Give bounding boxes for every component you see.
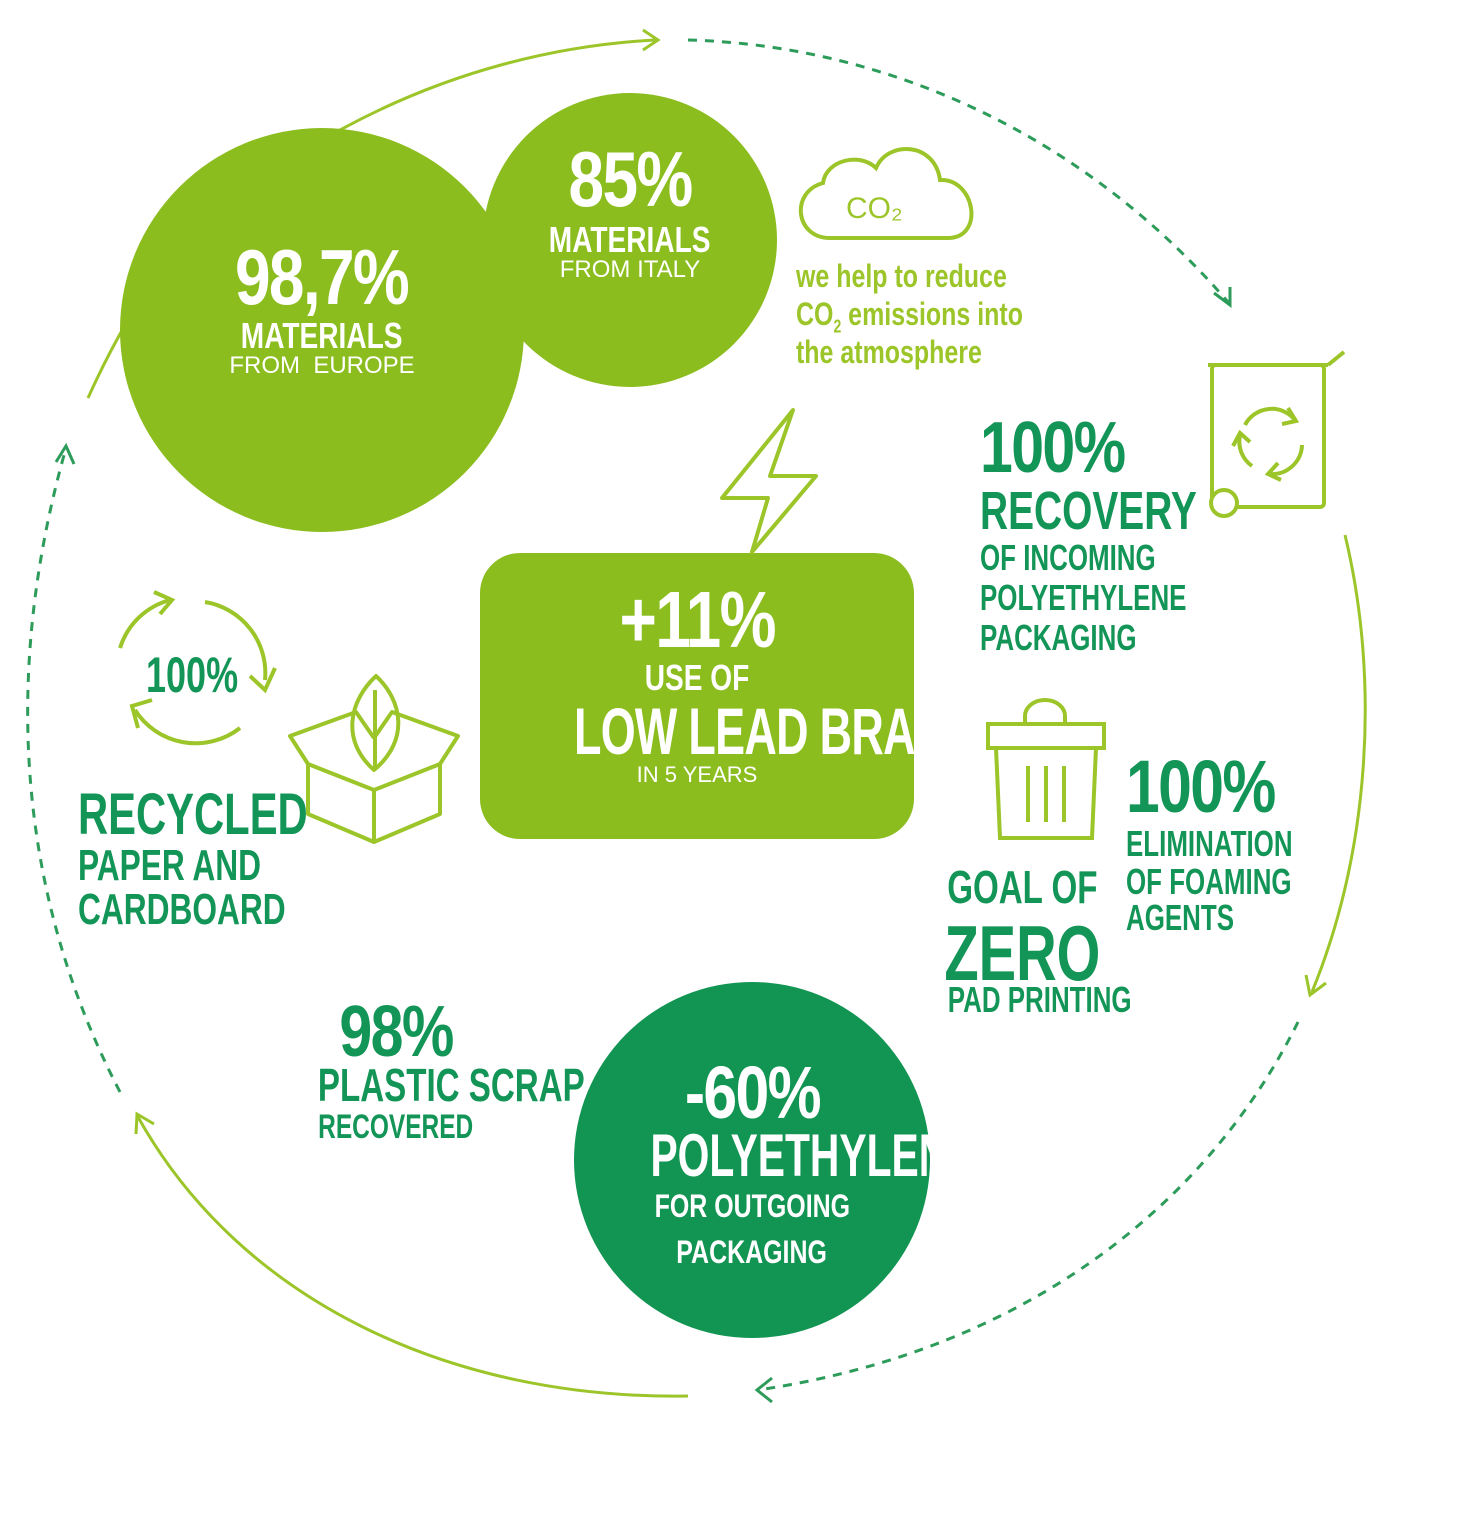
- poly-value: -60%: [684, 1051, 821, 1134]
- cycle-arc-bottom-left: [136, 1116, 689, 1398]
- co2-suffix: emissions into: [841, 296, 1023, 332]
- europe-value: 98,7%: [235, 233, 410, 321]
- foaming-line-1: ELIMINATION: [1126, 823, 1293, 864]
- pad-line-1: GOAL OF: [946, 861, 1098, 913]
- lightning-icon: [720, 408, 818, 554]
- cycle-arrowhead-right: [1304, 974, 1327, 998]
- co2-line-2: CO2 emissions into: [796, 298, 1023, 335]
- scrap-line-2: RECOVERED: [318, 1108, 474, 1146]
- co2-subscript: 2: [833, 316, 842, 337]
- recovery-label: RECOVERY: [980, 481, 1197, 541]
- poly-line-2: FOR OUTGOING: [654, 1188, 850, 1224]
- recovery-line-2: OF INCOMING: [980, 537, 1156, 578]
- europe-stat: 98,7% MATERIALS FROM EUROPE: [122, 238, 522, 378]
- cycle-arrowhead-bottom-left: [134, 1111, 155, 1135]
- poly-label: POLYETHYLENE: [650, 1122, 976, 1189]
- scrap-stat: 98% PLASTIC SCRAP RECOVERED: [266, 992, 585, 1146]
- italy-sublabel: FROM ITALY: [559, 256, 701, 283]
- recycled-line-2: PAPER AND: [78, 841, 262, 890]
- pad-line-3: PAD PRINTING: [947, 979, 1132, 1020]
- poly-stat: -60% POLYETHYLENE FOR OUTGOING PACKAGING: [574, 1051, 975, 1270]
- italy-label: MATERIALS: [549, 219, 711, 260]
- co2-prefix: CO: [796, 296, 834, 332]
- brass-box: [480, 553, 914, 839]
- europe-label: MATERIALS: [241, 315, 403, 356]
- cycle-arc-left: [26, 447, 122, 1093]
- recovery-line-3: POLYETHYLENE: [980, 577, 1187, 618]
- poly-circle: [574, 982, 930, 1338]
- foaming-line-2: OF FOAMING: [1126, 861, 1292, 902]
- recycled-stat: RECYCLED PAPER AND CARDBOARD: [78, 786, 338, 932]
- co2-line-1: we help to reduce: [796, 258, 1007, 294]
- brass-sublabel: IN 5 YEARS: [636, 762, 758, 787]
- italy-circle: [483, 93, 777, 387]
- recycled-label: RECYCLED: [78, 782, 308, 847]
- box-leaf-icon: [288, 674, 460, 844]
- poly-line-3: PACKAGING: [676, 1234, 828, 1270]
- recycle-arrows-icon: [118, 590, 277, 746]
- cloud-icon: [798, 146, 974, 240]
- recycled-icon-value: 100%: [146, 647, 239, 703]
- co2-cloud-label: CO₂: [846, 192, 903, 225]
- recovery-value: 100%: [980, 408, 1126, 488]
- europe-circle: [120, 128, 524, 532]
- cycle-arrowhead-bottom: [754, 1376, 773, 1404]
- co2-line-3: the atmosphere: [796, 334, 982, 370]
- recycle-bin-icon: [1208, 350, 1346, 518]
- brass-value: +11%: [619, 575, 776, 664]
- recovery-line-4: PACKAGING: [980, 617, 1137, 658]
- brass-label-2: LOW LEAD BRASS: [573, 694, 974, 768]
- recycled-line-3: CARDBOARD: [78, 885, 286, 934]
- recovery-stat: 100% RECOVERY OF INCOMING POLYETHYLENE P…: [980, 412, 1220, 660]
- recycled-icon-label: 100%: [146, 646, 274, 704]
- italy-stat: 85% MATERIALS FROM ITALY: [483, 140, 777, 282]
- foaming-stat: 100% ELIMINATION OF FOAMING AGENTS: [1126, 750, 1346, 936]
- cycle-arc-bottom-right: [757, 1021, 1300, 1392]
- cycle-arrowhead-left: [54, 442, 76, 465]
- brass-stat: +11% USE OF LOW LEAD BRASS IN 5 YEARS: [480, 575, 974, 787]
- scrap-line-1: PLASTIC SCRAP: [317, 1059, 585, 1111]
- pad-stat: GOAL OF ZERO PAD PRINTING: [912, 864, 1132, 1018]
- cycle-arc-top-right: [687, 38, 1230, 303]
- cycle-arc-right: [1310, 534, 1367, 993]
- foaming-value: 100%: [1126, 745, 1276, 828]
- cycle-arrowhead-top: [642, 28, 661, 52]
- pad-zero: ZERO: [943, 909, 1100, 997]
- foaming-line-3: AGENTS: [1126, 897, 1235, 938]
- co2-text: we help to reduce CO2 emissions into the…: [796, 260, 1096, 374]
- brass-label-1: USE OF: [644, 657, 750, 698]
- europe-sublabel: FROM EUROPE: [229, 352, 415, 379]
- scrap-value: 98%: [339, 992, 454, 1072]
- cycle-arrowhead-top-right: [1213, 287, 1232, 308]
- italy-value: 85%: [568, 135, 693, 223]
- trash-can-icon: [986, 698, 1106, 840]
